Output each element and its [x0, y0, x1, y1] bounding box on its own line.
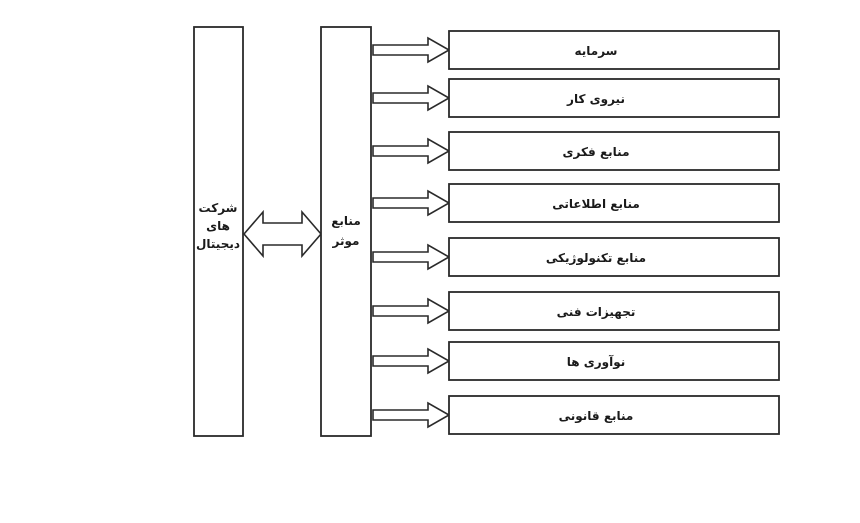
- resource-label: نیروی کار: [566, 92, 625, 107]
- effective-resources-box: [320, 26, 372, 437]
- resource-label: تجهیزات فنی: [557, 305, 636, 319]
- resource-box: [448, 395, 780, 435]
- resource-arrow: [372, 347, 451, 375]
- resource-arrow: [372, 137, 451, 165]
- resource-box: [448, 30, 780, 70]
- resource-label: سرمایه: [575, 44, 618, 58]
- digital-companies-line-1: شرکت: [199, 201, 238, 215]
- resource-box: [448, 237, 780, 277]
- resource-arrow: [372, 401, 451, 429]
- resource-box: [448, 341, 780, 381]
- resource-label: منابع قانونی: [559, 409, 634, 424]
- resource-box: [448, 131, 780, 171]
- effective-resources-line-1: منابع: [331, 214, 361, 228]
- resource-arrow: [372, 84, 451, 112]
- resource-label: نوآوری ها: [567, 354, 626, 370]
- resource-label: منابع فکری: [562, 145, 629, 159]
- resource-arrow: [372, 243, 451, 271]
- digital-companies-line-3: دیجیتال: [196, 237, 240, 251]
- resource-box: [448, 183, 780, 223]
- resource-box: [448, 291, 780, 331]
- digital-companies-line-2: های: [206, 219, 230, 233]
- effective-resources-line-2: موثر: [332, 234, 360, 249]
- resource-rows: سرمایه نیروی کار منابع فکری منابع اطلاعاتی م…: [372, 30, 780, 435]
- resource-box: [448, 78, 780, 118]
- resource-arrow: [372, 189, 451, 217]
- bidirectional-arrow: [242, 209, 323, 259]
- resource-arrow: [372, 36, 451, 64]
- resource-arrow: [372, 297, 451, 325]
- resource-label: منابع اطلاعاتی: [552, 197, 640, 211]
- resource-label: منابع تکنولوژیکی: [546, 251, 646, 266]
- digital-companies-box: [193, 26, 244, 437]
